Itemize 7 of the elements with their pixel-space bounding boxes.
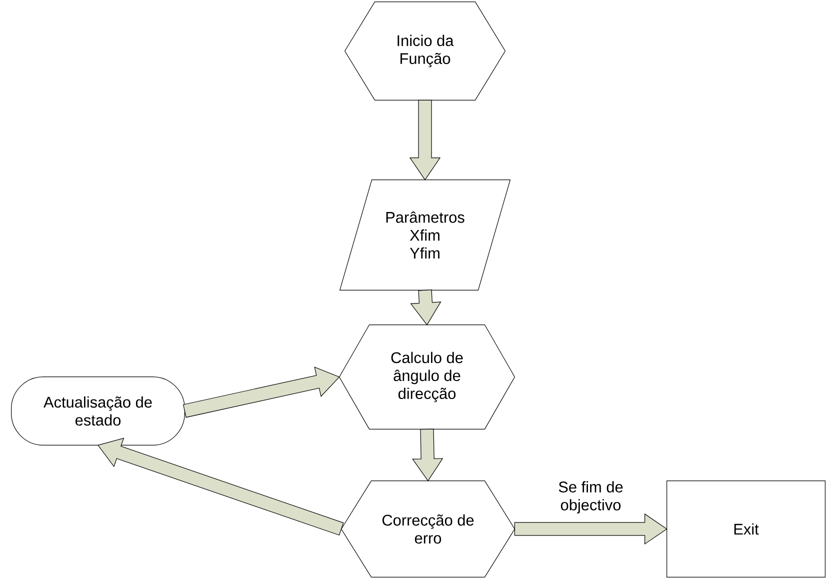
edge-label: Se fim de objectivo <box>558 481 623 514</box>
block-arrow <box>514 513 668 545</box>
block-arrow <box>412 428 444 482</box>
exit-box: Exit <box>666 480 826 578</box>
state-terminal: Actualisação de estado <box>11 376 185 446</box>
block-arrow <box>409 100 441 180</box>
block-arrow <box>410 290 442 326</box>
